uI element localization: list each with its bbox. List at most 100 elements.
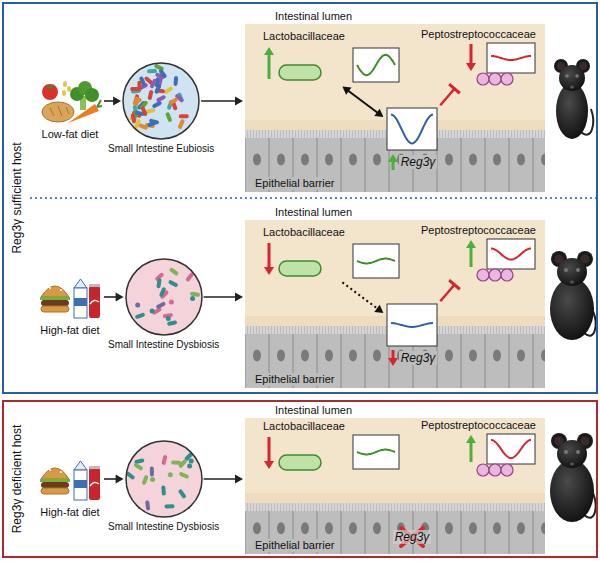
microvillus [359, 326, 360, 334]
microvillus [395, 503, 396, 511]
cell-nucleus [325, 154, 333, 166]
epithelium [245, 503, 545, 554]
microbiota-label: Small Intestine Dysbiosis [108, 339, 219, 351]
microvillus [473, 503, 474, 511]
microvillus [293, 503, 294, 511]
bacillus [132, 97, 142, 106]
trend-arrow-shaft [470, 44, 473, 65]
lumen-label: Intestinal lumen [275, 206, 352, 219]
bacteria-label: Lactobacillaceae [263, 420, 345, 433]
cell-nucleus [277, 522, 285, 534]
microvillus [500, 503, 501, 511]
cell-nucleus [301, 350, 309, 362]
microvillus [350, 503, 351, 511]
microvillus [362, 326, 363, 334]
microvillus [323, 130, 324, 138]
microvillus [311, 130, 312, 138]
microvillus [500, 130, 501, 138]
host-panel: Reg3γ sufficient hostLow-fat dietSmall I… [2, 2, 598, 394]
reg3g-row: Reg3γ [393, 530, 432, 544]
cell-nucleus [301, 522, 309, 534]
cell-nucleus [325, 522, 333, 534]
microvillus [365, 503, 366, 511]
microvillus [278, 326, 279, 334]
bacillus [149, 78, 157, 89]
microvillus [260, 503, 261, 511]
abundance-curve [391, 323, 433, 327]
grain [62, 90, 66, 96]
microvillus [473, 326, 474, 334]
microvillus [452, 326, 453, 334]
bacteria-family: Lactobacillaceae [263, 226, 345, 281]
cell-nucleus [373, 154, 381, 166]
microvillus [305, 130, 306, 138]
cell-nucleus [277, 350, 285, 362]
trend-arrow-head [264, 461, 274, 469]
connector-line [201, 100, 237, 102]
food-illustration [38, 76, 102, 126]
coccus-chain [477, 73, 489, 85]
trend-arrow-head [264, 267, 274, 275]
microvillus [374, 503, 375, 511]
microvillus [254, 326, 255, 334]
arrow-connector [104, 293, 124, 302]
reg3g-marker: Reg3γ [385, 302, 439, 367]
microvillus [536, 130, 537, 138]
microvillus [269, 130, 270, 138]
milk-band [74, 298, 87, 306]
microvillus [275, 503, 276, 511]
sesame [56, 284, 58, 286]
bacteria-label: Lactobacillaceae [263, 30, 345, 43]
trend-arrow-head [264, 47, 274, 55]
trend-arrow-head [388, 358, 398, 366]
microvillus [461, 503, 462, 511]
cell-border [485, 511, 486, 554]
connector-line [104, 478, 118, 480]
arrow-head [116, 293, 124, 302]
cell-nucleus [517, 522, 525, 534]
microvillus [518, 130, 519, 138]
cell-border [509, 138, 510, 192]
lactobacillus-illustration [263, 43, 325, 85]
cell-nucleus [469, 154, 477, 166]
microvillus [506, 130, 507, 138]
intestine-scene: Intestinal lumenEpithelial barrierLactob… [245, 206, 545, 388]
trend-arrow [387, 349, 399, 367]
microbiota-ground [126, 441, 202, 517]
sesame [56, 466, 58, 468]
microvillus [290, 130, 291, 138]
microvillus [524, 503, 525, 511]
microvillus [320, 130, 321, 138]
microvillus [335, 503, 336, 511]
arrow-connector [204, 475, 243, 484]
microvillus [479, 326, 480, 334]
microvillus [299, 130, 300, 138]
lettuce [40, 297, 70, 300]
microvillus [509, 503, 510, 511]
microvillus [308, 326, 309, 334]
microbiota-ground [126, 259, 202, 335]
bacillus [177, 119, 185, 130]
microvillus [320, 326, 321, 334]
cell-border [245, 138, 246, 192]
bacillus [164, 504, 174, 508]
lettuce [40, 479, 70, 482]
epithelium-label: Epithelial barrier [253, 539, 336, 552]
microvillus [377, 130, 378, 138]
carrot [68, 104, 99, 123]
trend-arrow-head [466, 435, 476, 443]
reg3g-expression [385, 302, 439, 348]
microvillus [476, 326, 477, 334]
microvillus [323, 503, 324, 511]
microvillus [365, 130, 366, 138]
cell-nucleus [325, 350, 333, 362]
microvillus [488, 130, 489, 138]
cell-nucleus [445, 154, 453, 166]
microvillus [443, 326, 444, 334]
cell-border [509, 511, 510, 554]
abundance-inset [387, 108, 437, 150]
microvillus [293, 130, 294, 138]
mouse-head [557, 440, 587, 468]
soda-swoosh [90, 300, 99, 304]
bacillus [158, 287, 166, 298]
